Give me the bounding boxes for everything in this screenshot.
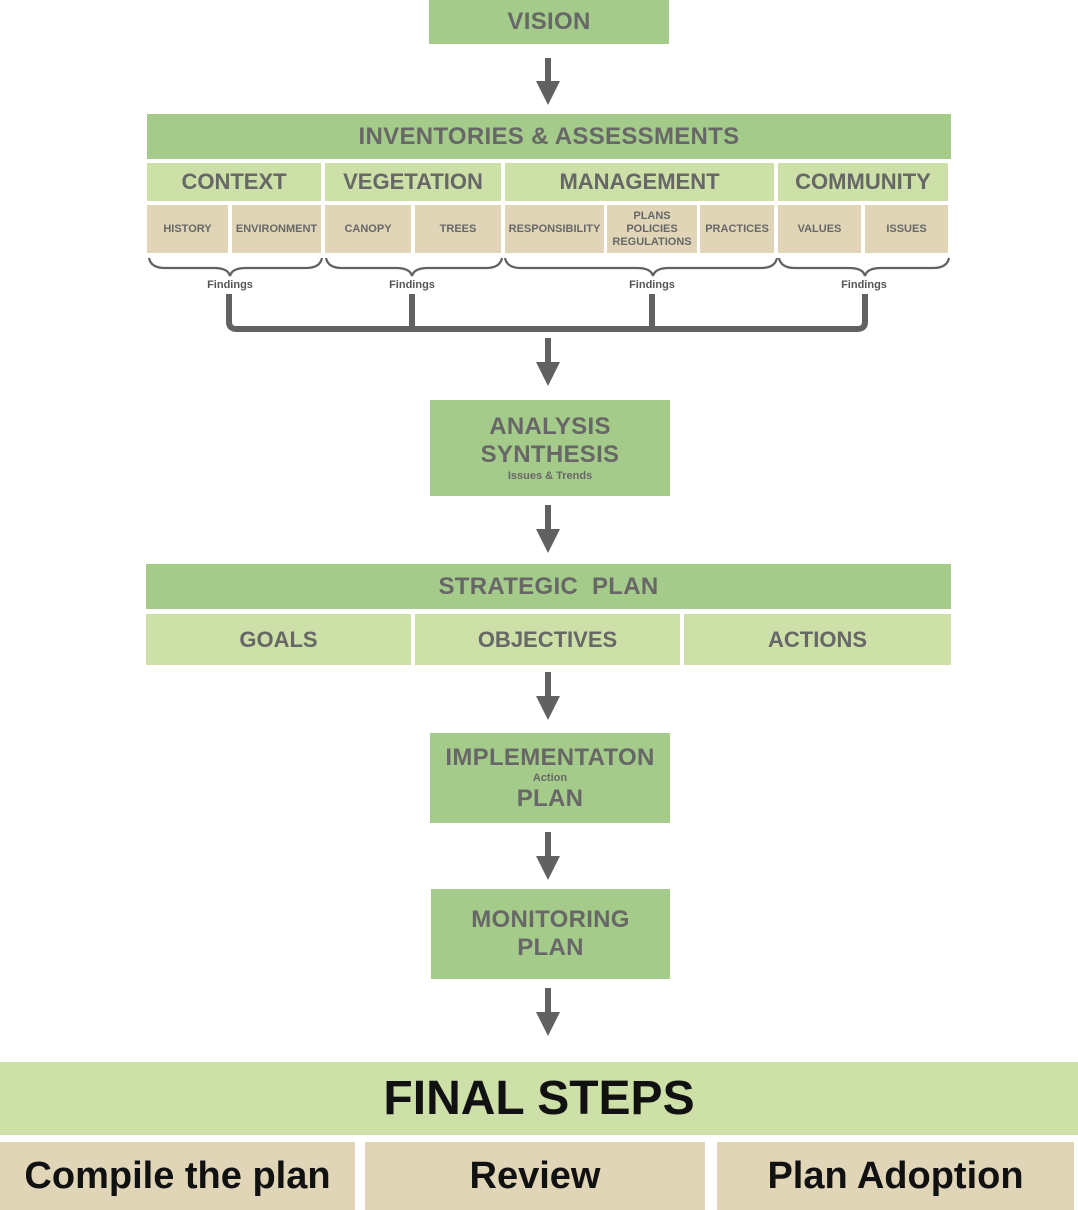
item-label: PLANS POLICIES REGULATIONS [612,209,692,248]
findings-collector [226,294,868,332]
item-label: ENVIRONMENT [235,222,318,235]
item-label: TREES [439,222,477,235]
final-step-label: Review [469,1154,601,1197]
item-values: VALUES [778,205,861,253]
findings-label-vegetation: Findings [389,279,435,291]
category-community: COMMUNITY [778,163,948,201]
findings-braces [147,257,951,277]
findings-label-management: Findings [629,279,675,291]
item-trees: TREES [415,205,501,253]
inventories-header: INVENTORIES & ASSESSMENTS [147,114,951,159]
item-label: HISTORY [163,222,212,235]
strategic-goals: GOALS [146,614,411,665]
analysis-box: ANALYSIS SYNTHESIS Issues & Trends [430,400,670,496]
strategic-part-label: OBJECTIVES [477,626,618,652]
monitoring-line1: MONITORING [471,906,630,934]
final-steps-header: FINAL STEPS [0,1062,1078,1135]
strategic-actions: ACTIONS [684,614,951,665]
item-label: ISSUES [886,222,927,235]
final-step-label: Compile the plan [24,1154,331,1197]
findings-label-community: Findings [841,279,887,291]
vision-box: VISION [429,0,669,44]
vision-label: VISION [507,8,591,35]
category-label: CONTEXT [181,169,287,194]
implementation-line1: IMPLEMENTATON [445,743,655,771]
implementation-box: IMPLEMENTATON Action PLAN [430,733,670,823]
strategic-objectives: OBJECTIVES [415,614,680,665]
final-step-review: Review [365,1142,705,1210]
category-label: COMMUNITY [795,169,931,194]
findings-label-context: Findings [207,279,253,291]
final-step-label: Plan Adoption [767,1154,1024,1197]
strategic-plan-title: STRATEGIC PLAN [438,572,659,600]
implementation-line2: PLAN [516,784,584,812]
analysis-line1: ANALYSIS [489,412,611,440]
inventories-title: INVENTORIES & ASSESSMENTS [358,122,740,150]
item-plans-policies-regulations: PLANS POLICIES REGULATIONS [607,205,697,253]
category-context: CONTEXT [147,163,321,201]
item-environment: ENVIRONMENT [232,205,321,253]
item-label: VALUES [797,222,842,235]
strategic-part-label: GOALS [239,626,318,652]
strategic-part-label: ACTIONS [768,626,867,652]
final-step-adoption: Plan Adoption [717,1142,1074,1210]
final-step-compile: Compile the plan [0,1142,355,1210]
item-history: HISTORY [147,205,228,253]
item-label: CANOPY [344,222,392,235]
final-steps-title: FINAL STEPS [383,1072,695,1125]
category-vegetation: VEGETATION [325,163,501,201]
analysis-line2: SYNTHESIS [480,440,620,468]
analysis-note: Issues & Trends [507,470,593,483]
item-practices: PRACTICES [700,205,774,253]
monitoring-box: MONITORING PLAN [431,889,670,979]
monitoring-line2: PLAN [517,934,584,961]
item-issues: ISSUES [865,205,948,253]
category-label: MANAGEMENT [559,169,720,194]
item-label: PRACTICES [705,222,769,235]
category-label: VEGETATION [343,169,483,194]
category-management: MANAGEMENT [505,163,774,201]
item-responsibility: RESPONSIBILITY [505,205,604,253]
item-canopy: CANOPY [325,205,411,253]
item-label: RESPONSIBILITY [508,222,601,235]
implementation-note: Action [532,771,568,784]
strategic-plan-header: STRATEGIC PLAN [146,564,951,609]
